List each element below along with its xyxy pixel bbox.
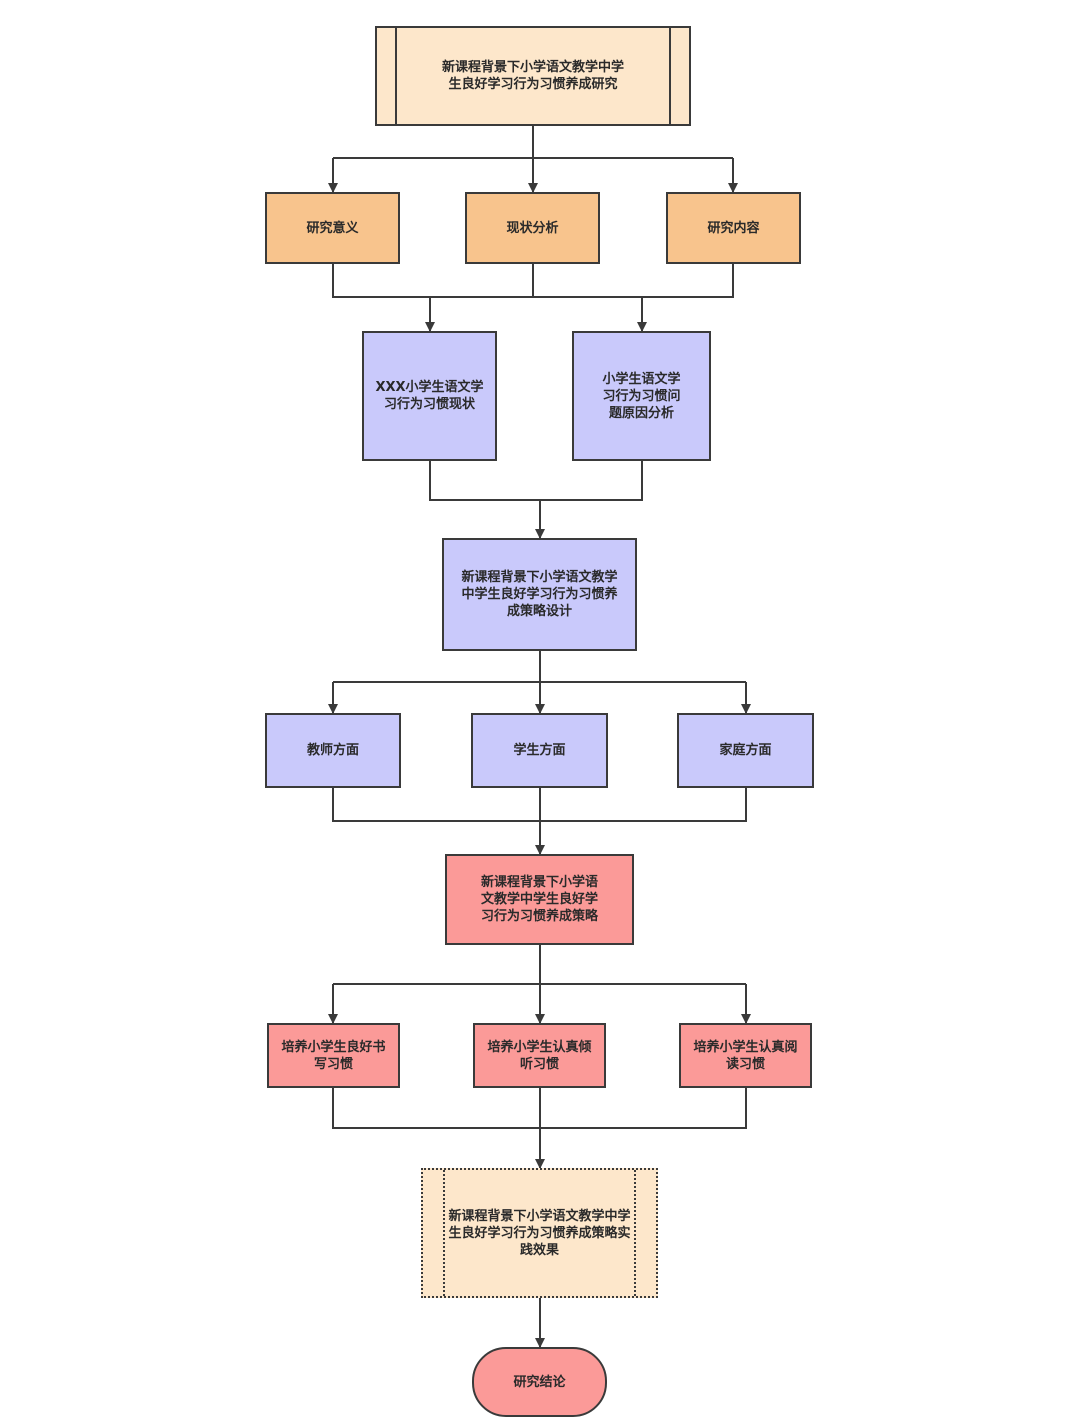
current-status-text: XXX小学生语文学 习行为习惯现状 — [375, 380, 484, 412]
content-text: 研究内容 — [707, 220, 760, 236]
title-node: 新课程背景下小学语文教学中学 生良好学习行为习惯养成研究 — [375, 26, 691, 126]
significance-text: 研究意义 — [306, 220, 359, 236]
teacher-text: 教师方面 — [306, 743, 359, 758]
cause-analysis-node: 小学生语文学 习行为习惯问 题原因分析 — [572, 331, 711, 461]
conclusion-text: 研究结论 — [513, 1374, 566, 1390]
title-text: 新课程背景下小学语文教学中学 生良好学习行为习惯养成研究 — [441, 60, 624, 92]
listening-habit-text: 培养小学生认真倾 听习惯 — [487, 1039, 592, 1072]
significance-node: 研究意义 — [265, 192, 400, 264]
family-node: 家庭方面 — [677, 713, 814, 788]
strategy-node: 新课程背景下小学语 文教学中学生良好学 习行为习惯养成策略 — [445, 854, 634, 945]
reading-habit-node: 培养小学生认真阅 读习惯 — [679, 1023, 812, 1088]
strategy-design-text: 新课程背景下小学语文教学 中学生良好学习行为习惯养 成策略设计 — [461, 570, 618, 619]
listening-habit-node: 培养小学生认真倾 听习惯 — [473, 1023, 606, 1088]
connector-level2-bus — [429, 461, 643, 501]
teacher-node: 教师方面 — [265, 713, 401, 788]
cause-analysis-text: 小学生语文学 习行为习惯问 题原因分析 — [602, 371, 681, 421]
practice-effect-text: 新课程背景下小学语文教学中学 生良好学习行为习惯养成策略实 践效果 — [448, 1208, 631, 1258]
writing-habit-text: 培养小学生良好书 写习惯 — [281, 1039, 386, 1072]
content-node: 研究内容 — [666, 192, 801, 264]
current-status-node: XXX小学生语文学 习行为习惯现状 — [362, 331, 497, 461]
student-text: 学生方面 — [513, 743, 566, 758]
practice-effect-node: 新课程背景下小学语文教学中学 生良好学习行为习惯养成策略实 践效果 — [421, 1168, 658, 1298]
writing-habit-node: 培养小学生良好书 写习惯 — [267, 1023, 400, 1088]
student-node: 学生方面 — [471, 713, 608, 788]
reading-habit-text: 培养小学生认真阅 读习惯 — [693, 1039, 798, 1072]
strategy-design-node: 新课程背景下小学语文教学 中学生良好学习行为习惯养 成策略设计 — [442, 538, 637, 651]
family-text: 家庭方面 — [719, 743, 772, 758]
strategy-text: 新课程背景下小学语 文教学中学生良好学 习行为习惯养成策略 — [480, 875, 598, 924]
status-analysis-text: 现状分析 — [506, 220, 559, 236]
conclusion-node: 研究结论 — [472, 1347, 607, 1417]
status-analysis-node: 现状分析 — [465, 192, 600, 264]
